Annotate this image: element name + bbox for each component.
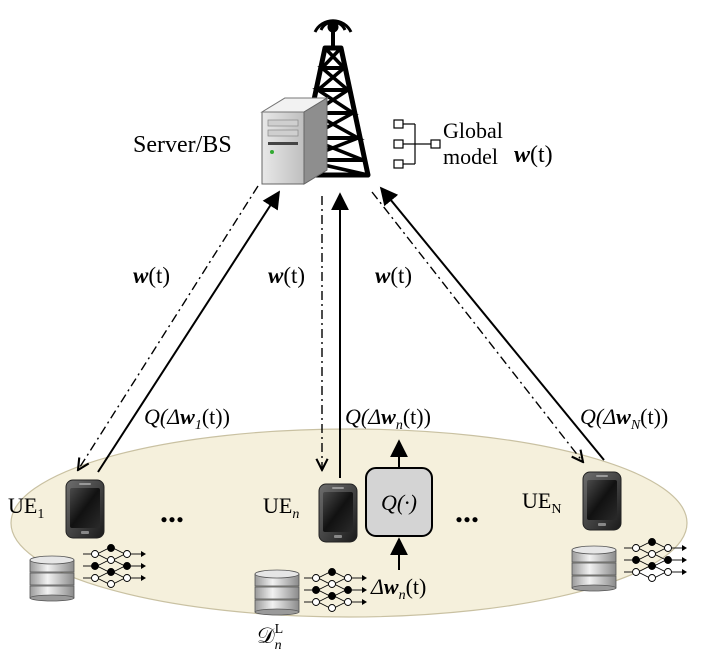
dataset-label: 𝒟nL — [257, 622, 283, 653]
ueN-label: UEN — [522, 488, 561, 517]
ue1-phone-icon — [65, 479, 105, 539]
ue1-label: UE1 — [8, 493, 44, 522]
ue1-database-icon — [29, 555, 75, 602]
local-update-label: Δwn(t) — [370, 574, 426, 603]
server-label: Server/BS — [133, 132, 232, 158]
global-model-line2: model — [443, 144, 498, 169]
downlink-label-uen: w(t) — [268, 263, 305, 288]
uplink-label-ueN: Q(ΔwN(t)) — [580, 404, 668, 433]
uplink-label-ue1: Q(Δw1(t)) — [144, 404, 230, 433]
ueN-database-icon — [571, 545, 617, 592]
downlink-label-ueN: w(t) — [375, 263, 412, 288]
ueN-phone-icon — [582, 471, 622, 531]
uen-database-icon — [254, 569, 300, 616]
server-icon — [260, 97, 329, 185]
global-model-icon — [393, 119, 441, 169]
ellipsis-left: ... — [160, 493, 184, 529]
ellipsis-right: ... — [455, 493, 479, 529]
downlink-label-ue1: w(t) — [133, 263, 170, 288]
uen-phone-icon — [318, 483, 358, 543]
global-model-line1: Global — [443, 118, 503, 143]
downlink-arrow-ueN — [371, 191, 583, 462]
quantizer-label: Q(·) — [381, 490, 417, 515]
uplink-arrow-ueN — [379, 186, 605, 461]
downlink-arrow-ue1 — [78, 185, 259, 470]
global-model-symbol: w(t) — [514, 142, 553, 168]
uplink-arrow-ue1 — [97, 190, 280, 473]
uen-label: UEn — [263, 493, 299, 522]
uplink-label-uen: Q(Δwn(t)) — [345, 404, 431, 433]
